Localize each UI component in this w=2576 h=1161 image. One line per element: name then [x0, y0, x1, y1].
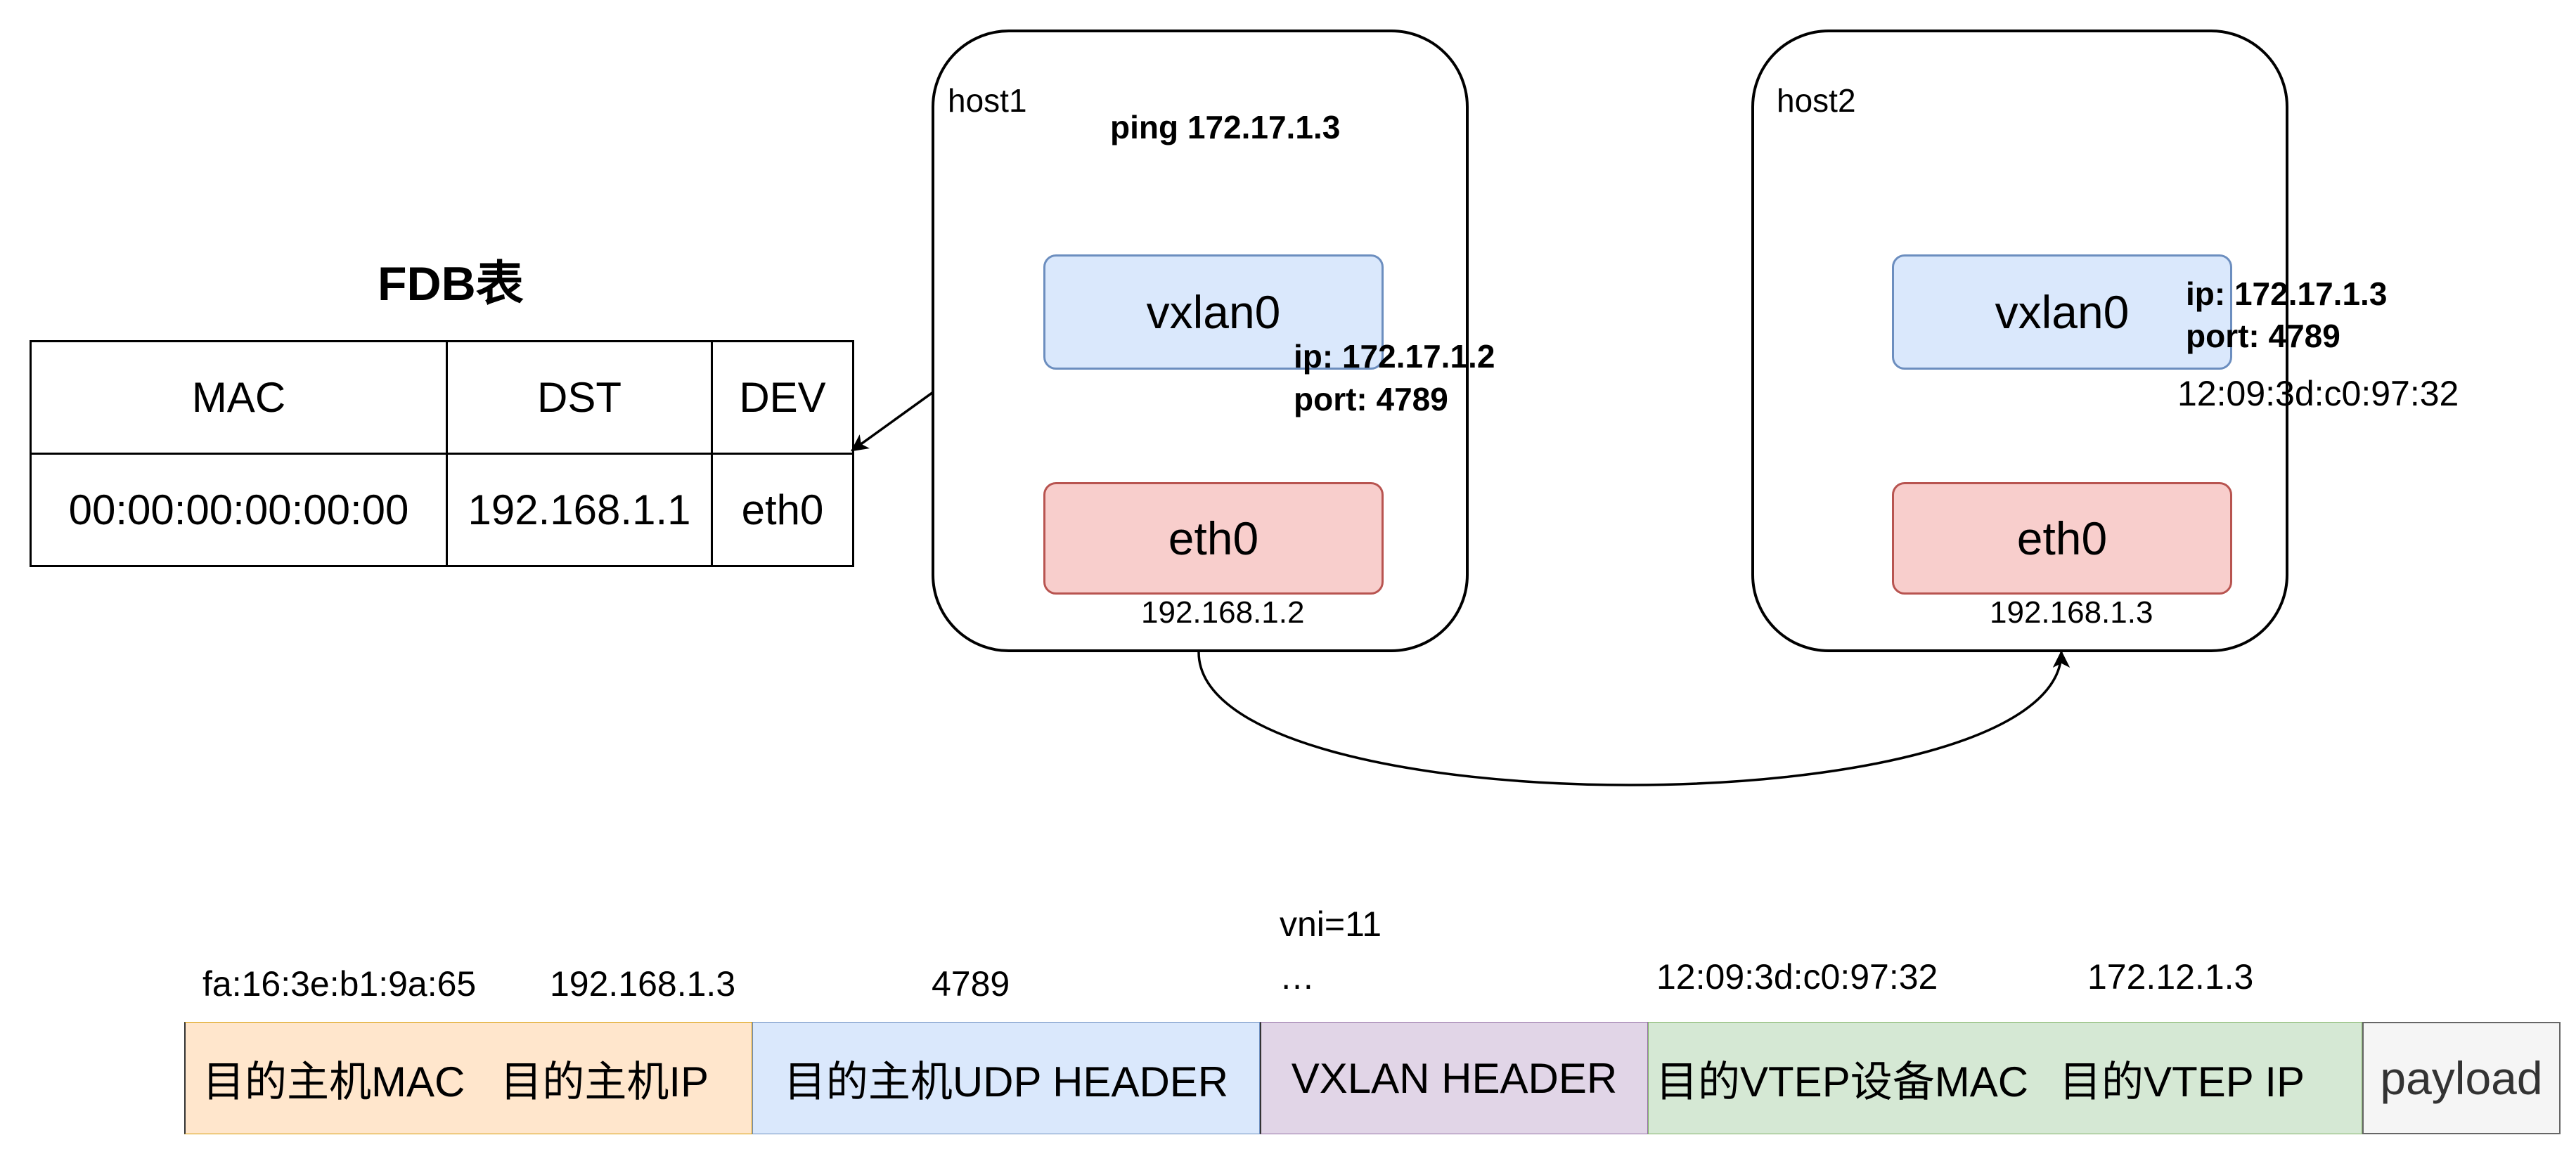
- host1-vxlan0-label: vxlan0: [1146, 286, 1281, 338]
- host1-eth0-label: eth0: [1168, 512, 1259, 564]
- host2-eth0-label: eth0: [2016, 512, 2108, 564]
- fdb-header-dev: DEV: [711, 340, 854, 455]
- host1-ping-command: ping 172.17.1.3: [1110, 109, 1341, 145]
- packet-vxlan-segment: VXLAN HEADER: [1260, 1022, 1648, 1134]
- packet-payload: payload: [2380, 1052, 2543, 1104]
- host2-vxlan-port: port: 4789: [2186, 318, 2340, 354]
- host2-vxlan-ip: ip: 172.17.1.3: [2186, 275, 2388, 312]
- fdb-cell-dev: eth0: [711, 453, 854, 567]
- fdb-table: MAC DST DEV 00:00:00:00:00:00 192.168.1.…: [30, 340, 854, 567]
- packet-label-mac: fa:16:3e:b1:9a:65: [202, 964, 477, 1004]
- host2-label: host2: [1777, 82, 1856, 119]
- host1-eth0-device[interactable]: eth0: [1043, 482, 1384, 595]
- host1-eth-ip: 192.168.1.2: [1141, 595, 1305, 630]
- packet-udp-header: 目的主机UDP HEADER: [783, 1058, 1229, 1105]
- host2-eth-ip: 192.168.1.3: [1990, 595, 2153, 630]
- packet-udp-segment: 目的主机UDP HEADER: [752, 1022, 1260, 1134]
- host-link-curve: [1197, 650, 2071, 786]
- packet-vtep-ip: 目的VTEP IP: [2059, 1058, 2305, 1105]
- fdb-header-mac: MAC: [30, 340, 448, 455]
- packet-vtep-mac: 目的VTEP设备MAC: [1656, 1058, 2029, 1105]
- host2-eth0-device[interactable]: eth0: [1892, 482, 2232, 595]
- packet-label-vtep-mac: 12:09:3d:c0:97:32: [1656, 957, 1938, 997]
- packet-inner-segment: 目的VTEP设备MAC 目的VTEP IP: [1648, 1022, 2362, 1134]
- host2-vxlan0-device[interactable]: vxlan0: [1892, 254, 2232, 370]
- packet-payload-segment: payload: [2362, 1022, 2561, 1134]
- host1-vxlan-port: port: 4789: [1294, 381, 1448, 417]
- packet-label-vtep-ip: 172.12.1.3: [2087, 957, 2254, 997]
- packet-vxlan-header: VXLAN HEADER: [1291, 1054, 1618, 1102]
- host1-vxlan0-device[interactable]: vxlan0: [1043, 254, 1384, 370]
- fdb-cell-mac: 00:00:00:00:00:00: [30, 453, 448, 567]
- host1-label: host1: [948, 82, 1027, 119]
- host1-vxlan-ip: ip: 172.17.1.2: [1294, 338, 1495, 375]
- fdb-header-row: MAC DST DEV: [30, 340, 854, 455]
- fdb-header-dst: DST: [446, 340, 713, 455]
- packet-label-udp: 4789: [932, 964, 1010, 1004]
- packet-label-ip: 192.168.1.3: [550, 964, 736, 1004]
- host2-vxlan0-label: vxlan0: [1995, 286, 2130, 338]
- host2-vxlan-mac: 12:09:3d:c0:97:32: [2177, 374, 2459, 413]
- fdb-cell-dst: 192.168.1.1: [446, 453, 713, 567]
- fdb-row: 00:00:00:00:00:00 192.168.1.1 eth0: [30, 453, 854, 567]
- packet-label-ellipsis: …: [1280, 957, 1315, 997]
- fdb-title: FDB表: [378, 257, 524, 311]
- packet-outer-eth-ip-segment: 目的主机MAC 目的主机IP: [184, 1022, 752, 1134]
- packet-label-vni: vni=11: [1280, 904, 1382, 944]
- packet-dst-ip: 目的主机IP: [500, 1058, 709, 1105]
- packet-dst-mac: 目的主机MAC: [202, 1058, 465, 1105]
